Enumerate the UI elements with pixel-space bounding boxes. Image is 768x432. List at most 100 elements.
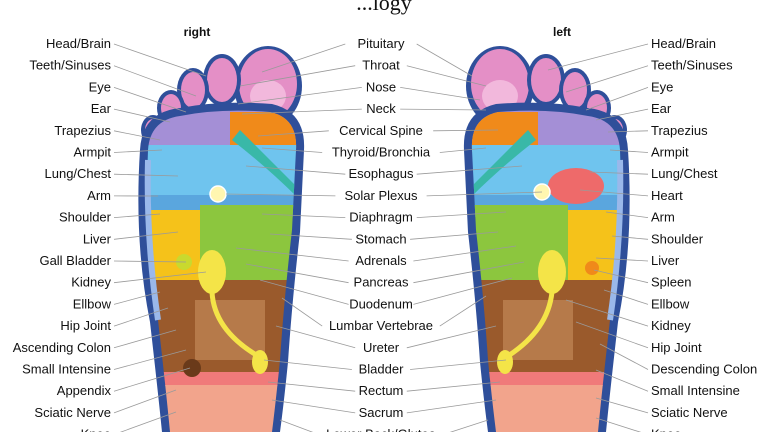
zone-label: Gall Bladder bbox=[39, 253, 111, 268]
leader-line bbox=[595, 397, 649, 414]
zone-label: Ear bbox=[91, 101, 112, 116]
leader-line bbox=[607, 130, 649, 133]
zone-label: Lumbar Vertebrae bbox=[329, 318, 433, 333]
leader-line bbox=[413, 245, 517, 262]
zone-label: Eye bbox=[89, 79, 111, 94]
leader-line bbox=[113, 389, 177, 414]
left-outer-labels: Head/BrainTeeth/SinusesEyeEarTrapeziusAr… bbox=[651, 36, 757, 432]
zone-label: Thyroid/Bronchia bbox=[332, 145, 431, 160]
leader-line bbox=[449, 419, 489, 432]
zone-label: Ellbow bbox=[73, 296, 112, 311]
leader-line bbox=[113, 173, 179, 177]
zone-label: Ear bbox=[651, 101, 672, 116]
leader-line bbox=[416, 165, 523, 175]
zone-label: Small Intensine bbox=[651, 383, 740, 398]
zone-label: Pancreas bbox=[354, 275, 409, 290]
leader-line bbox=[406, 325, 497, 349]
leader-line bbox=[599, 343, 649, 370]
zone-label: Spleen bbox=[651, 275, 691, 290]
zone-label: Eye bbox=[651, 79, 673, 94]
leader-line bbox=[433, 129, 499, 132]
leader-line bbox=[245, 263, 349, 284]
leader-line bbox=[113, 231, 179, 240]
zone-label: Lung/Chest bbox=[45, 166, 112, 181]
zone-label: Shoulder bbox=[651, 231, 704, 246]
zone-label: Diaphragm bbox=[349, 210, 413, 225]
leader-line bbox=[113, 149, 163, 153]
leader-line bbox=[595, 369, 649, 392]
right-outer-labels: Head/BrainTeeth/SinusesEyeEarTrapeziusAr… bbox=[13, 36, 112, 432]
leader-line bbox=[275, 325, 356, 349]
leader-line bbox=[406, 381, 501, 392]
leader-line bbox=[410, 359, 507, 370]
zone-label: Sciatic Nerve bbox=[651, 405, 728, 420]
zone-label: Cervical Spine bbox=[339, 123, 423, 138]
zone-label: Small Intensine bbox=[22, 362, 111, 377]
leader-line bbox=[416, 211, 507, 218]
zone-label: Sacrum bbox=[359, 405, 404, 420]
zone-label: Ureter bbox=[363, 340, 400, 355]
leader-line bbox=[281, 297, 323, 327]
zone-label: Trapezius bbox=[651, 123, 708, 138]
leader-line bbox=[113, 349, 187, 370]
leader-line bbox=[261, 213, 346, 218]
zone-label: Heart bbox=[651, 188, 683, 203]
zone-label: Nose bbox=[366, 79, 396, 94]
leader-line bbox=[119, 411, 177, 432]
leader-line bbox=[113, 307, 169, 327]
leader-line bbox=[426, 191, 543, 197]
leader-line bbox=[547, 43, 649, 71]
zone-label: Sciatic Nerve bbox=[34, 405, 111, 420]
leader-line bbox=[410, 231, 499, 240]
leader-line bbox=[609, 149, 649, 153]
leader-line bbox=[113, 329, 177, 349]
right-foot-header: right bbox=[184, 25, 211, 39]
leader-line bbox=[113, 213, 161, 218]
zone-label: Ascending Colon bbox=[13, 340, 111, 355]
leader-line bbox=[406, 399, 497, 414]
zone-label: Arm bbox=[651, 210, 675, 225]
zone-label: Bladder bbox=[359, 362, 404, 377]
leader-line bbox=[235, 247, 349, 262]
leader-line bbox=[113, 43, 207, 77]
leader-line bbox=[605, 211, 649, 218]
leader-line bbox=[113, 65, 197, 97]
leader-line bbox=[113, 260, 187, 263]
zone-label: Hip Joint bbox=[651, 340, 702, 355]
zone-label: Shoulder bbox=[59, 210, 112, 225]
leader-line bbox=[237, 87, 362, 105]
leader-line bbox=[416, 43, 473, 77]
zone-label: Teeth/Sinuses bbox=[29, 58, 111, 73]
left-foot bbox=[463, 46, 630, 432]
leader-line bbox=[113, 87, 187, 113]
zone-label: Rectum bbox=[359, 383, 404, 398]
leader-line bbox=[257, 130, 329, 137]
leader-line bbox=[575, 321, 649, 349]
leader-line bbox=[239, 65, 356, 87]
zone-label: Hip Joint bbox=[60, 318, 111, 333]
page-title: ...logy bbox=[356, 0, 412, 15]
leader-line bbox=[241, 108, 362, 115]
leader-lines bbox=[113, 43, 649, 432]
leader-line bbox=[595, 108, 649, 121]
zone-label: Armpit bbox=[651, 145, 689, 160]
zone-label: Knee bbox=[651, 427, 681, 432]
leader-line bbox=[113, 130, 161, 141]
zone-label: Lung/Chest bbox=[651, 166, 718, 181]
leader-line bbox=[439, 295, 487, 327]
leader-line bbox=[113, 367, 191, 392]
zone-label: Solar Plexus bbox=[345, 188, 418, 203]
zone-label: Head/Brain bbox=[46, 36, 111, 51]
leader-line bbox=[225, 193, 336, 197]
leader-line bbox=[565, 299, 649, 327]
zone-label: Neck bbox=[366, 101, 396, 116]
zone-label: Esophagus bbox=[348, 166, 414, 181]
leader-line bbox=[603, 289, 649, 305]
leader-line bbox=[261, 43, 346, 73]
zone-label: Adrenals bbox=[355, 253, 407, 268]
leader-line bbox=[113, 108, 171, 123]
zone-label: Throat bbox=[362, 58, 400, 73]
leader-line bbox=[400, 87, 481, 101]
leader-line bbox=[413, 261, 525, 284]
zone-label: Liver bbox=[83, 231, 112, 246]
